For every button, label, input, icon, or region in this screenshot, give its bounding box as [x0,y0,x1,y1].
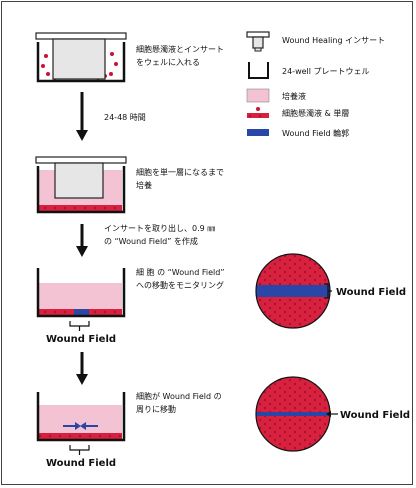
legend-insert-icon [246,31,270,52]
legend-cells-label: 細胞懸濁液 & 単層 [282,108,349,118]
step5-text-line1: 細胞が Wound Field の [136,391,222,401]
well-step1 [35,32,127,83]
step1-text-line2: をウェルに入れる [136,58,200,67]
top-view-migrated [255,376,338,452]
well-step3 [36,268,126,331]
legend-wound-swatch [247,129,269,136]
insert-icon [35,32,127,80]
step2-text-line1: 細胞を単一層になるまで [136,167,224,177]
down-arrow-2 [76,224,88,257]
wound-field-label-circle1: Wound Field [336,287,406,298]
well-step2 [35,156,127,214]
legend-cell-dot [256,107,260,111]
legend-plate-label: 24-well プレートウェル [282,67,370,76]
wound-field-label-3: Wound Field [46,334,116,345]
step5-text-line2: 周りに移動 [136,404,176,414]
top-view-initial [255,253,332,329]
migration-arrows-icon [63,422,98,430]
step1-text-line1: 細胞懸濁液とインサート [136,44,224,54]
wound-field-label-circle2: Wound Field [340,410,410,421]
step4-text-line2: への移動をモニタリング [136,280,224,290]
legend-monolayer-swatch [247,113,269,118]
incubation-time-label: 24-48 時間 [104,113,146,122]
legend-plate-icon [248,62,269,79]
well-step4 [36,392,126,455]
step4-text-line1: 細 胞 の “Wound Field” [136,267,224,277]
step3-text-line1: インサートを取り出し、0.9 ㎜ [104,223,215,233]
wound-field-label-4: Wound Field [46,458,116,469]
legend-wound-label: Wound Field 輪郭 [282,128,349,138]
down-arrow-1 [76,92,88,141]
step3-text-line2: の “Wound Field” を作成 [104,236,198,246]
legend-medium-label: 培養液 [282,91,306,101]
legend-insert-label: Wound Healing インサート [282,36,385,45]
down-arrow-3 [76,352,88,385]
legend-medium-swatch [246,88,270,103]
legend: Wound Healing インサート 24-well プレートウェル 培養液 … [246,31,385,138]
step2-text-line2: 培養 [136,180,152,190]
